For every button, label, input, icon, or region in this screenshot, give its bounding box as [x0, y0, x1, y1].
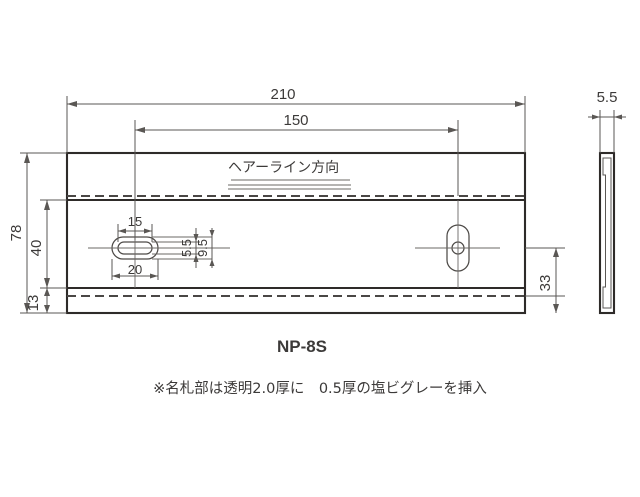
arrow-13-top	[44, 288, 50, 296]
arrow-thickness-left	[592, 114, 600, 120]
dim-label-78: 78	[8, 225, 25, 242]
dim-label-15: 15	[128, 214, 142, 229]
dim-label-9-5: 9.5	[195, 239, 210, 257]
arrow-20-left	[112, 273, 120, 279]
arrow-13-bottom	[44, 305, 50, 313]
left-dimensions: 78 40 13	[8, 152, 67, 314]
part-number-title: NP-8S	[277, 337, 327, 356]
arrow-9-5-top	[209, 230, 215, 237]
arrow-15-left	[118, 228, 126, 234]
arrow-150-left	[135, 127, 145, 133]
front-view: ヘアーライン方向	[65, 151, 527, 315]
dim-label-20: 20	[128, 262, 142, 277]
drawing-note: ※名札部は透明2.0厚に 0.5厚の塩ビグレーを挿入	[153, 380, 487, 397]
arrow-78-bottom	[24, 303, 30, 313]
arrow-5-5-bottom	[193, 254, 199, 262]
dim-label-40: 40	[28, 240, 45, 257]
right-dimension-33: 33	[525, 247, 565, 313]
dim-label-13: 13	[25, 295, 42, 312]
arrow-33-top	[553, 248, 559, 257]
arrow-33-bottom	[553, 304, 559, 313]
plate-outline	[65, 151, 527, 315]
arrow-210-right	[515, 101, 525, 107]
left-slot	[88, 208, 230, 288]
side-profile-recess	[602, 157, 612, 309]
dim-label-33: 33	[537, 275, 554, 292]
slot-detail-dimensions: 15 20 5.5 9.5	[111, 214, 215, 280]
dim-label-150: 150	[283, 112, 308, 129]
dim-label-210: 210	[270, 86, 295, 103]
arrow-78-top	[24, 153, 30, 163]
side-view: 5.5	[588, 89, 626, 315]
arrow-5-5-top	[193, 234, 199, 242]
arrow-20-right	[150, 273, 158, 279]
dim-label-thickness: 5.5	[597, 89, 618, 106]
arrow-150-right	[448, 127, 458, 133]
arrow-40-bottom	[44, 278, 50, 288]
arrow-40-top	[44, 200, 50, 210]
side-profile-outline	[598, 151, 616, 315]
right-slot	[415, 200, 500, 288]
arrow-thickness-right	[614, 114, 622, 120]
arrow-210-left	[67, 101, 77, 107]
top-dimensions: 210 150	[66, 86, 526, 240]
arrow-9-5-bottom	[209, 259, 215, 266]
hairline-stripes	[228, 179, 351, 190]
hairline-direction-label: ヘアーライン方向	[228, 160, 339, 176]
arrow-15-right	[144, 228, 152, 234]
dim-label-5-5: 5.5	[179, 239, 194, 257]
